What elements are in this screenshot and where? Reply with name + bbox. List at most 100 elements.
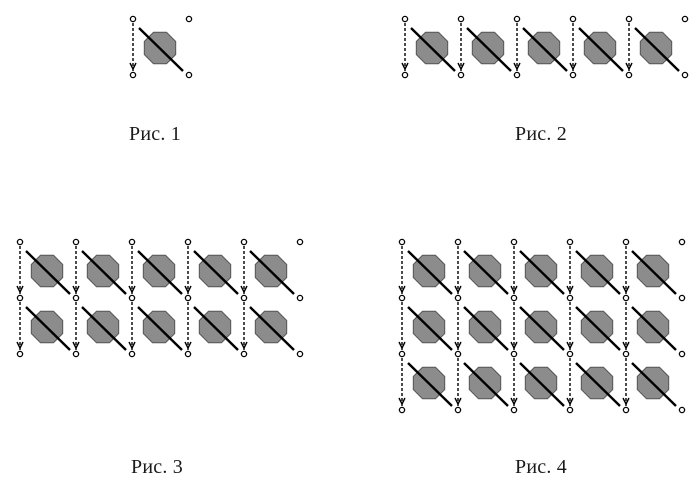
lattice-cell bbox=[128, 302, 183, 351]
lattice-cell bbox=[622, 302, 677, 351]
caption-fig-1: Рис. 1 bbox=[129, 123, 181, 145]
diagonal-bond bbox=[575, 306, 621, 351]
lattice-node bbox=[566, 294, 574, 302]
lattice-node bbox=[569, 15, 577, 23]
lattice-node bbox=[681, 71, 689, 79]
diagonal-bond bbox=[193, 306, 239, 351]
lattice-node bbox=[510, 238, 518, 246]
diagonal-bond bbox=[575, 362, 621, 407]
arrowhead-icon bbox=[16, 285, 24, 294]
lattice-cell bbox=[240, 246, 295, 295]
lattice-node bbox=[454, 294, 462, 302]
lattice-node bbox=[457, 15, 465, 23]
lattice-cell bbox=[513, 23, 568, 72]
diagonal-bond bbox=[634, 27, 680, 72]
lattice-cell bbox=[454, 302, 509, 351]
lattice-cell bbox=[240, 302, 295, 351]
arrowhead-icon bbox=[622, 341, 630, 350]
diagonal-bond bbox=[249, 306, 295, 351]
arrowhead-icon bbox=[625, 62, 633, 71]
arrowhead-icon bbox=[128, 341, 136, 350]
lattice-node bbox=[625, 71, 633, 79]
lattice-node bbox=[72, 294, 80, 302]
lattice-cell bbox=[622, 246, 677, 295]
lattice-node bbox=[296, 294, 304, 302]
diagonal-bond bbox=[463, 306, 509, 351]
diagonal-bond bbox=[137, 250, 183, 295]
diagonal-bond bbox=[25, 306, 71, 351]
lattice-node bbox=[240, 238, 248, 246]
diagonal-bond bbox=[578, 27, 624, 72]
lattice-node bbox=[569, 71, 577, 79]
arrowhead-icon bbox=[510, 397, 518, 406]
arrowhead-icon bbox=[128, 285, 136, 294]
lattice-node bbox=[622, 294, 630, 302]
lattice-cell bbox=[566, 302, 621, 351]
lattice-node bbox=[622, 350, 630, 358]
lattice-node bbox=[16, 238, 24, 246]
lattice-node bbox=[678, 406, 686, 414]
diagonal-bond bbox=[137, 306, 183, 351]
figure-2 bbox=[401, 15, 689, 79]
lattice-cell bbox=[398, 246, 453, 295]
diagonal-bond bbox=[407, 250, 453, 295]
lattice-node bbox=[513, 15, 521, 23]
arrowhead-icon bbox=[72, 285, 80, 294]
lattice-cell bbox=[510, 302, 565, 351]
lattice-cell bbox=[72, 246, 127, 295]
diagonal-bond bbox=[631, 306, 677, 351]
lattice-node bbox=[398, 238, 406, 246]
arrowhead-icon bbox=[72, 341, 80, 350]
lattice-node bbox=[240, 350, 248, 358]
arrowhead-icon bbox=[401, 62, 409, 71]
lattice-node bbox=[16, 350, 24, 358]
arrowhead-icon bbox=[457, 62, 465, 71]
caption-fig-4: Рис. 4 bbox=[515, 456, 567, 478]
lattice-node bbox=[296, 350, 304, 358]
diagonal-bond bbox=[575, 250, 621, 295]
lattice-node bbox=[129, 71, 137, 79]
lattice-node bbox=[510, 406, 518, 414]
lattice-node bbox=[678, 294, 686, 302]
lattice-cell bbox=[566, 358, 621, 407]
diagonal-bond bbox=[631, 362, 677, 407]
arrowhead-icon bbox=[622, 397, 630, 406]
lattice-cell bbox=[622, 358, 677, 407]
lattice-node bbox=[16, 294, 24, 302]
arrowhead-icon bbox=[398, 397, 406, 406]
lattice-node bbox=[128, 350, 136, 358]
lattice-node bbox=[678, 350, 686, 358]
lattice-cell bbox=[16, 246, 71, 295]
caption-fig-2: Рис. 2 bbox=[515, 123, 567, 145]
lattice-node bbox=[184, 238, 192, 246]
lattice-node bbox=[72, 238, 80, 246]
lattice-node bbox=[401, 15, 409, 23]
arrowhead-icon bbox=[513, 62, 521, 71]
lattice-cell bbox=[401, 23, 456, 72]
lattice-cell bbox=[510, 246, 565, 295]
diagonal-bond bbox=[407, 306, 453, 351]
lattice-node bbox=[240, 294, 248, 302]
arrowhead-icon bbox=[398, 341, 406, 350]
caption-fig-3: Рис. 3 bbox=[131, 456, 183, 478]
diagonal-bond bbox=[81, 306, 127, 351]
arrowhead-icon bbox=[454, 341, 462, 350]
lattice-node bbox=[566, 350, 574, 358]
arrowhead-icon bbox=[184, 285, 192, 294]
lattice-cell bbox=[129, 23, 184, 72]
arrowhead-icon bbox=[566, 397, 574, 406]
lattice-cell bbox=[510, 358, 565, 407]
lattice-node bbox=[454, 406, 462, 414]
figure-1 bbox=[129, 15, 193, 79]
arrowhead-icon bbox=[398, 285, 406, 294]
arrowhead-icon bbox=[184, 341, 192, 350]
diagonal-bond bbox=[81, 250, 127, 295]
lattice-node bbox=[622, 238, 630, 246]
arrowhead-icon bbox=[129, 62, 137, 71]
lattice-node bbox=[510, 294, 518, 302]
lattice-cell bbox=[128, 246, 183, 295]
lattice-node bbox=[398, 406, 406, 414]
diagonal-bond bbox=[522, 27, 568, 72]
lattice-cell bbox=[184, 302, 239, 351]
